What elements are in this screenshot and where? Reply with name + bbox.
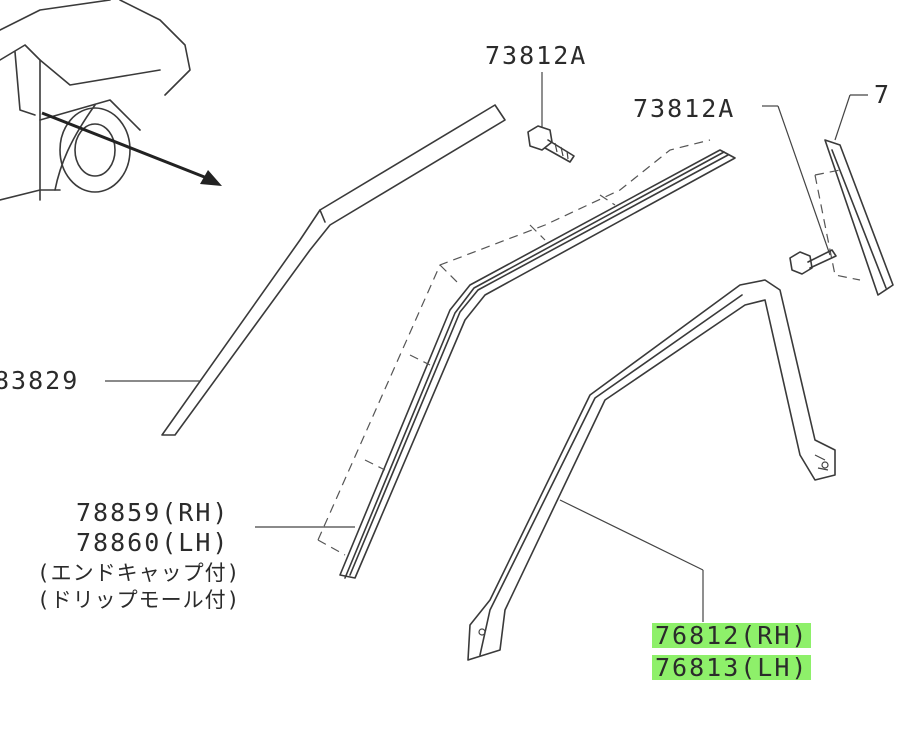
door-frame: [467, 279, 836, 661]
bolt-73812A-top: [527, 72, 575, 163]
label-drip-molding-note: (ドリップモール付): [37, 588, 241, 612]
label-end-cap-note: (エンドキャップ付): [37, 561, 241, 585]
car-outline: [0, 0, 191, 201]
direction-arrow: [41, 111, 222, 186]
label-molding-83829: 83829: [0, 366, 80, 395]
label-weatherstrip-lh: 78860(LH): [76, 528, 230, 557]
label-frame-lh: 76813(LH): [652, 655, 812, 680]
label-weatherstrip-rh: 78859(RH): [76, 498, 230, 527]
molding-83829: [105, 104, 506, 436]
label-bolt-73812A-top: 73812A: [485, 41, 588, 70]
label-partial-right: 7: [874, 80, 892, 109]
bracket-right: [762, 94, 894, 296]
weatherstrip: [255, 139, 736, 579]
label-bolt-73812A-mid: 73812A: [633, 94, 736, 123]
label-frame-rh: 76812(RH): [652, 623, 812, 648]
